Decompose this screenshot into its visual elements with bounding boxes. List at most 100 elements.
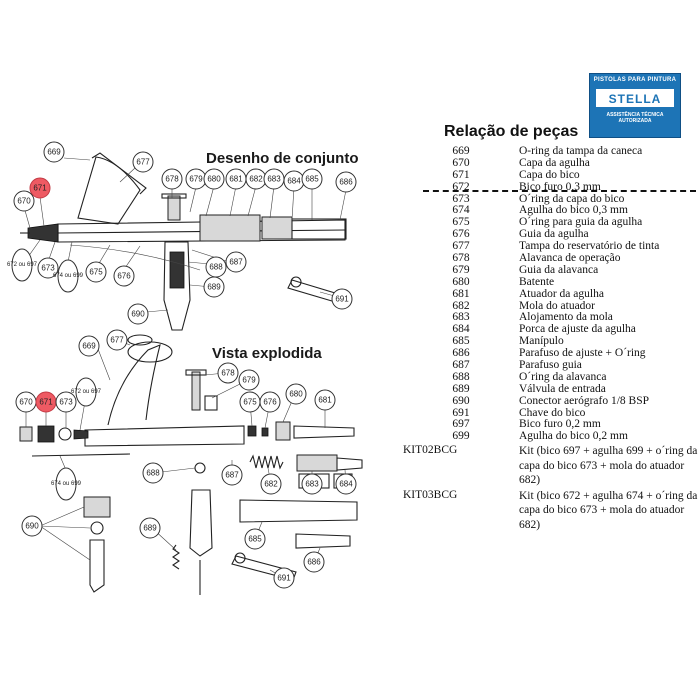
part-671 [37,425,55,443]
needle-actuator [293,425,355,439]
part-description: O´ring para guia da agulha [519,216,643,229]
stop [275,421,291,441]
part-code: 697 [452,418,470,431]
part-description: Capa da agulha [519,156,590,169]
spring-housing [199,214,261,242]
gun-body-exploded [84,425,245,447]
part-code: 678 [452,252,470,265]
bubble-680: 680 [203,168,225,190]
bubble-ex-675: 675 [239,391,261,413]
spring [249,454,284,470]
svg-text:685: 685 [248,535,262,544]
svg-text:689: 689 [207,283,221,292]
svg-text:690: 690 [25,522,39,531]
part-description: Batente [519,275,555,288]
part-description: Atuador da agulha [519,287,604,300]
part-code: 670 [452,156,470,169]
part-code: 679 [452,263,470,276]
bubble-ex-674: 674 ou 699 [51,467,82,501]
bubble-ex-672: 672 ou 697 [71,377,102,407]
part-description: O-ring da tampa da caneca [519,145,643,157]
bubble-679: 679 [185,168,207,190]
part-code: 699 [452,430,470,443]
bubble-682: 682 [245,168,267,190]
part-description: Manípulo [519,335,564,348]
svg-text:682: 682 [264,480,278,489]
part-description: Válvula de entrada [519,382,606,395]
part-description: Mola do atuador [519,299,596,312]
part-description: Parafuso guia [519,359,582,372]
handle-exploded [239,499,358,523]
svg-text:669: 669 [47,148,61,157]
svg-text:674 ou 699: 674 ou 699 [53,273,84,279]
part-670 [19,426,33,442]
trigger-exploded [191,371,201,411]
bubble-688: 688 [205,256,227,278]
svg-text:677: 677 [136,158,150,167]
part-code: 676 [452,228,470,241]
part-code: 677 [452,240,470,253]
part-code: 687 [452,359,470,372]
svg-text:688: 688 [209,263,223,272]
bubble-678: 678 [161,168,183,190]
part-code: 675 [452,216,470,229]
svg-text:679: 679 [242,376,256,385]
bubble-683: 683 [263,168,285,190]
svg-text:681: 681 [229,175,243,184]
bubble-691: 691 [331,288,353,310]
part-row: 687 Parafuso guia [403,359,698,372]
part-code: 686 [452,347,470,360]
assembly-drawing [20,152,347,331]
kit-description: Kit (bico 672 + agulha 674 + o´ring da c… [519,489,698,531]
part-code: 669 [452,145,470,157]
bubble-ex-669: 669 [78,335,100,357]
svg-text:678: 678 [165,175,179,184]
part-code: 688 [452,370,470,383]
part-code: 685 [452,335,470,348]
svg-text:676: 676 [263,398,277,407]
part-description: Bico furo 0,2 mm [519,418,601,431]
spring-housing-exploded [296,454,338,472]
svg-text:677: 677 [110,336,124,345]
logo-top-text: PISTOLAS PARA PINTURA [593,77,677,83]
bubble-ex-683: 683 [301,473,323,495]
bubble-669: 669 [43,141,65,163]
part-row: 678 Alavanca de operação [403,252,698,265]
bubble-ex-682: 682 [260,473,282,495]
svg-text:670: 670 [19,398,33,407]
part-description: Alavanca de operação [519,252,621,265]
bubble-ex-673: 673 [55,391,77,413]
part-description: Chave do bico [519,406,586,419]
svg-text:687: 687 [225,471,239,480]
valve-exploded [189,489,213,557]
bubble-686: 686 [335,171,357,193]
svg-text:689: 689 [143,524,157,533]
svg-text:690: 690 [131,310,145,319]
cup-lid-exploded [127,341,173,363]
assembly-heading: Desenho de conjunto [206,150,359,167]
bubble-ex-688: 688 [142,462,164,484]
bubble-674: 674 ou 699 [53,259,84,293]
logo-bottom-text: ASSISTÊNCIA TÉCNICA AUTORIZADA [606,112,664,124]
bubble-ex-685: 685 [244,528,266,550]
svg-text:680: 680 [289,390,303,399]
part-code: 674 [452,204,470,217]
bubble-685: 685 [301,168,323,190]
svg-text:669: 669 [82,342,96,351]
bubble-675: 675 [85,261,107,283]
svg-text:683: 683 [305,480,319,489]
part-code: 672 [452,180,470,193]
part-code: 673 [452,192,470,205]
svg-text:676: 676 [117,272,131,281]
bubble-ex-676: 676 [259,391,281,413]
bubble-ex-681: 681 [314,389,336,411]
